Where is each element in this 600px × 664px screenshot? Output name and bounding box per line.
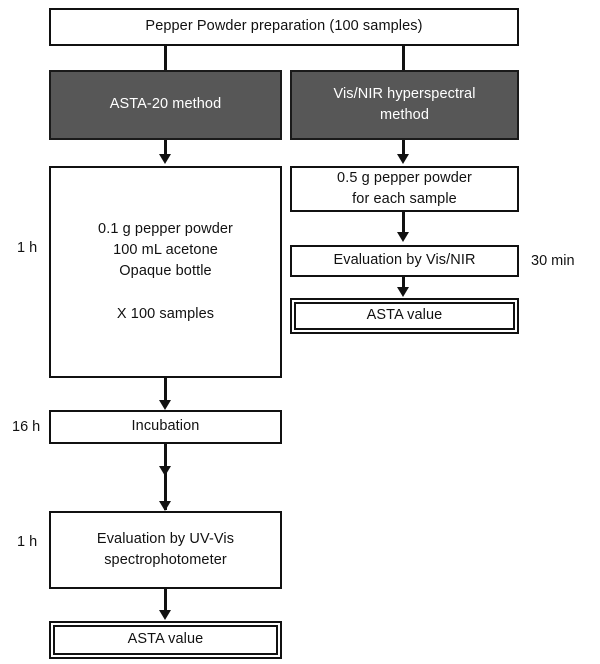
arrowhead-visnir-to-prep xyxy=(397,154,409,164)
connector-asta20-to-prep xyxy=(164,140,167,156)
duration-left-eval: 1 h xyxy=(17,534,38,550)
duration-right-eval: 30 min xyxy=(531,253,575,269)
node-right-eval: Evaluation by Vis/NIR xyxy=(290,245,519,277)
node-left-prep: 0.1 g pepper powder 100 mL acetone Opaqu… xyxy=(49,166,282,378)
connector-incubation-to-eval xyxy=(164,444,167,510)
duration-left-prep: 1 h xyxy=(17,240,38,256)
node-incubation: Incubation xyxy=(49,410,282,444)
connector-left-eval-to-result xyxy=(164,589,167,615)
connector-start-down-right xyxy=(402,46,405,70)
node-left-result: ASTA value xyxy=(49,621,282,659)
node-left-prep-label: 0.1 g pepper powder 100 mL acetone Opaqu… xyxy=(98,221,233,322)
arrowhead-incubation-to-eval-lower xyxy=(159,501,171,511)
arrowhead-left-prep-to-incubation xyxy=(159,400,171,410)
connector-right-prep-to-eval xyxy=(402,212,405,234)
node-right-result-label: ASTA value xyxy=(366,307,443,324)
node-right-eval-label: Evaluation by Vis/NIR xyxy=(333,252,476,269)
node-method-visnir-label: Vis/NIR hyperspectral method xyxy=(333,85,476,123)
node-method-asta20: ASTA-20 method xyxy=(49,70,282,140)
connector-left-prep-to-incubation xyxy=(164,378,167,406)
connector-right-eval-to-result xyxy=(402,277,405,290)
node-left-eval-label: Evaluation by UV-Vis spectrophotometer xyxy=(96,530,235,568)
duration-incubation: 16 h xyxy=(12,419,41,435)
arrowhead-incubation-to-eval-upper xyxy=(159,466,171,476)
connector-visnir-to-prep xyxy=(402,140,405,156)
node-method-asta20-label: ASTA-20 method xyxy=(109,96,222,113)
arrowhead-right-prep-to-eval xyxy=(397,232,409,242)
node-left-eval: Evaluation by UV-Vis spectrophotometer xyxy=(49,511,282,589)
node-incubation-label: Incubation xyxy=(131,418,200,435)
arrowhead-asta20-to-prep xyxy=(159,154,171,164)
node-left-result-label: ASTA value xyxy=(127,631,204,648)
node-start-label: Pepper Powder preparation (100 samples) xyxy=(145,18,423,35)
node-start: Pepper Powder preparation (100 samples) xyxy=(49,8,519,46)
node-right-prep-label: 0.5 g pepper powder for each sample xyxy=(337,169,472,207)
node-right-result: ASTA value xyxy=(290,298,519,334)
node-right-prep: 0.5 g pepper powder for each sample xyxy=(290,166,519,212)
node-method-visnir: Vis/NIR hyperspectral method xyxy=(290,70,519,140)
arrowhead-right-eval-to-result xyxy=(397,287,409,297)
connector-start-down-left xyxy=(164,46,167,70)
arrowhead-left-eval-to-result xyxy=(159,610,171,620)
